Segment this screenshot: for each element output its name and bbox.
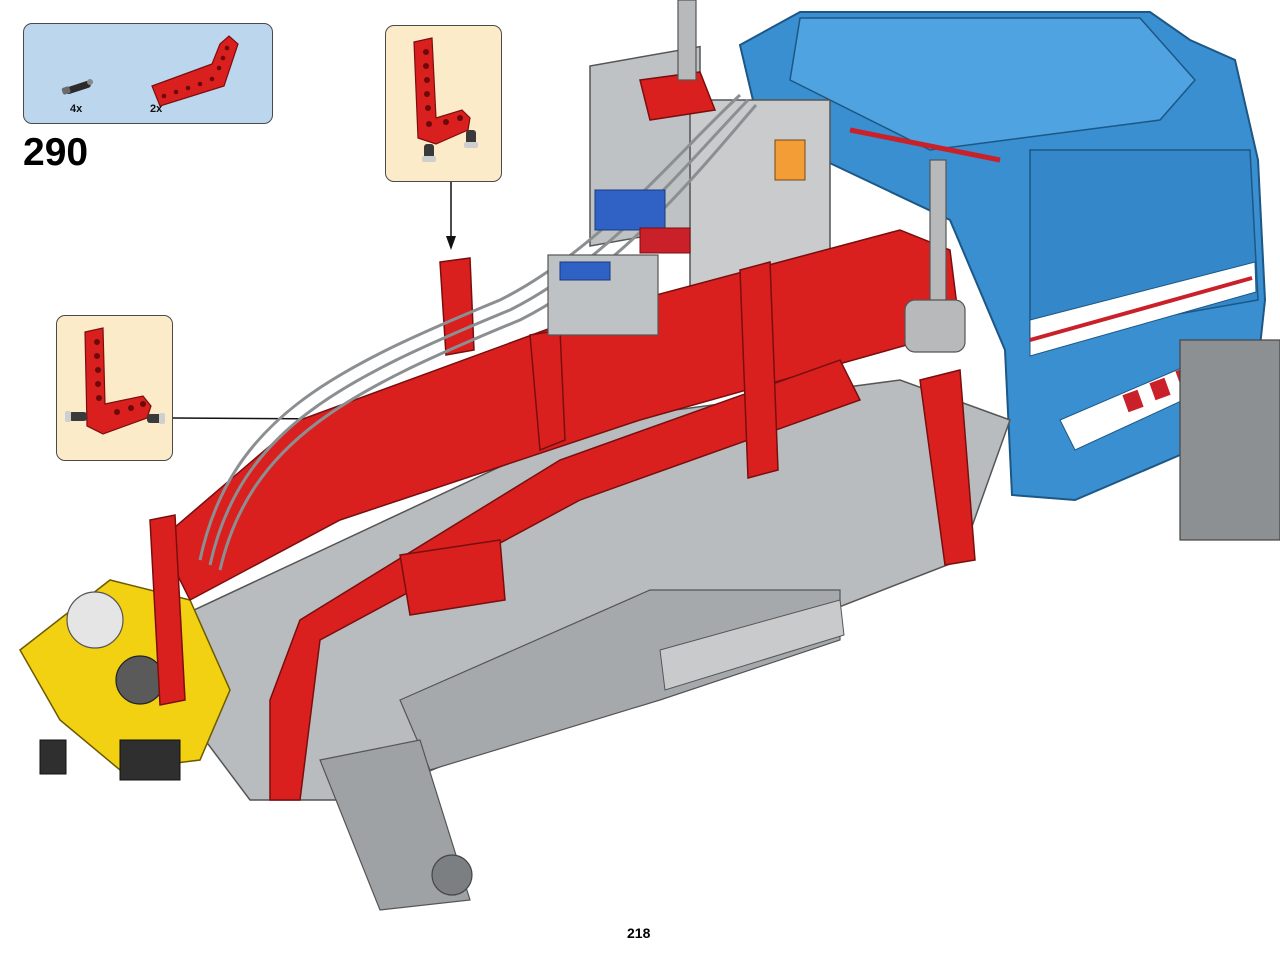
red-l-beam-icon	[151, 35, 239, 107]
grey-chassis	[128, 45, 1280, 911]
part-quantity-l-beam: 2x	[150, 103, 163, 115]
callout-arrows	[172, 182, 516, 425]
blue-truck-cab	[738, 11, 1267, 502]
part-quantity-axle-pin: 4x	[70, 103, 83, 115]
callout-box-left	[56, 315, 173, 461]
step-number: 290	[23, 131, 89, 174]
red-frame-beams	[149, 71, 976, 801]
callout-box-top	[385, 25, 502, 182]
motor-blocks	[547, 189, 691, 336]
parts-list-drawing	[61, 35, 239, 107]
callout-top-drawing	[413, 37, 478, 162]
yellow-front-assembly	[19, 579, 231, 781]
red-l-beam-mirrored-icon	[84, 327, 152, 435]
grey-posts	[677, 0, 966, 353]
black-axle-pin-icon	[61, 79, 93, 95]
parts-list-box: 4x 2x	[23, 23, 273, 124]
callout-left-drawing	[65, 327, 165, 435]
page-number: 218	[627, 925, 651, 941]
red-l-beam-vertical-icon	[413, 37, 471, 145]
